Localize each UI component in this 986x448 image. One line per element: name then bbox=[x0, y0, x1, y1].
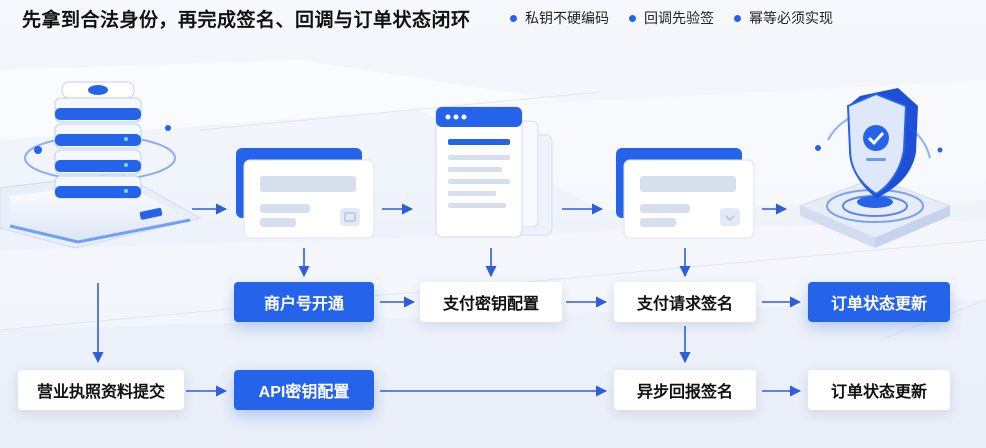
server-stack-icon bbox=[0, 81, 202, 249]
node-pay-key-config: 支付密钥配置 bbox=[420, 282, 562, 322]
tag-item: 幂等必须实现 bbox=[734, 8, 833, 28]
node-merchant-open: 商户号开通 bbox=[234, 282, 374, 322]
request-card-icon bbox=[616, 148, 755, 239]
node-order-update-bottom: 订单状态更新 bbox=[808, 370, 950, 410]
bullet-icon bbox=[629, 14, 636, 22]
tag-label: 回调先验签 bbox=[644, 10, 714, 26]
tag-label: 私钥不硬编码 bbox=[525, 10, 609, 26]
tag-list: 私钥不硬编码 回调先验签 幂等必须实现 bbox=[510, 8, 833, 28]
page-title: 先拿到合法身份，再完成签名、回调与订单状态闭环 bbox=[22, 10, 471, 31]
node-async-callback-sign: 异步回报签名 bbox=[614, 370, 756, 410]
bullet-icon bbox=[510, 14, 517, 22]
tag-label: 幂等必须实现 bbox=[749, 10, 833, 26]
bullet-icon bbox=[734, 14, 741, 22]
node-license-submit: 营业执照资料提交 bbox=[18, 370, 184, 410]
node-order-update-top: 订单状态更新 bbox=[808, 282, 950, 322]
node-api-key-config: API密钥配置 bbox=[234, 370, 374, 410]
document-icon bbox=[435, 106, 553, 238]
shield-check-icon bbox=[798, 88, 952, 248]
merchant-card-icon bbox=[236, 148, 375, 239]
tag-item: 私钥不硬编码 bbox=[510, 8, 609, 28]
tag-item: 回调先验签 bbox=[629, 8, 714, 28]
node-pay-request-sign: 支付请求签名 bbox=[614, 282, 756, 322]
